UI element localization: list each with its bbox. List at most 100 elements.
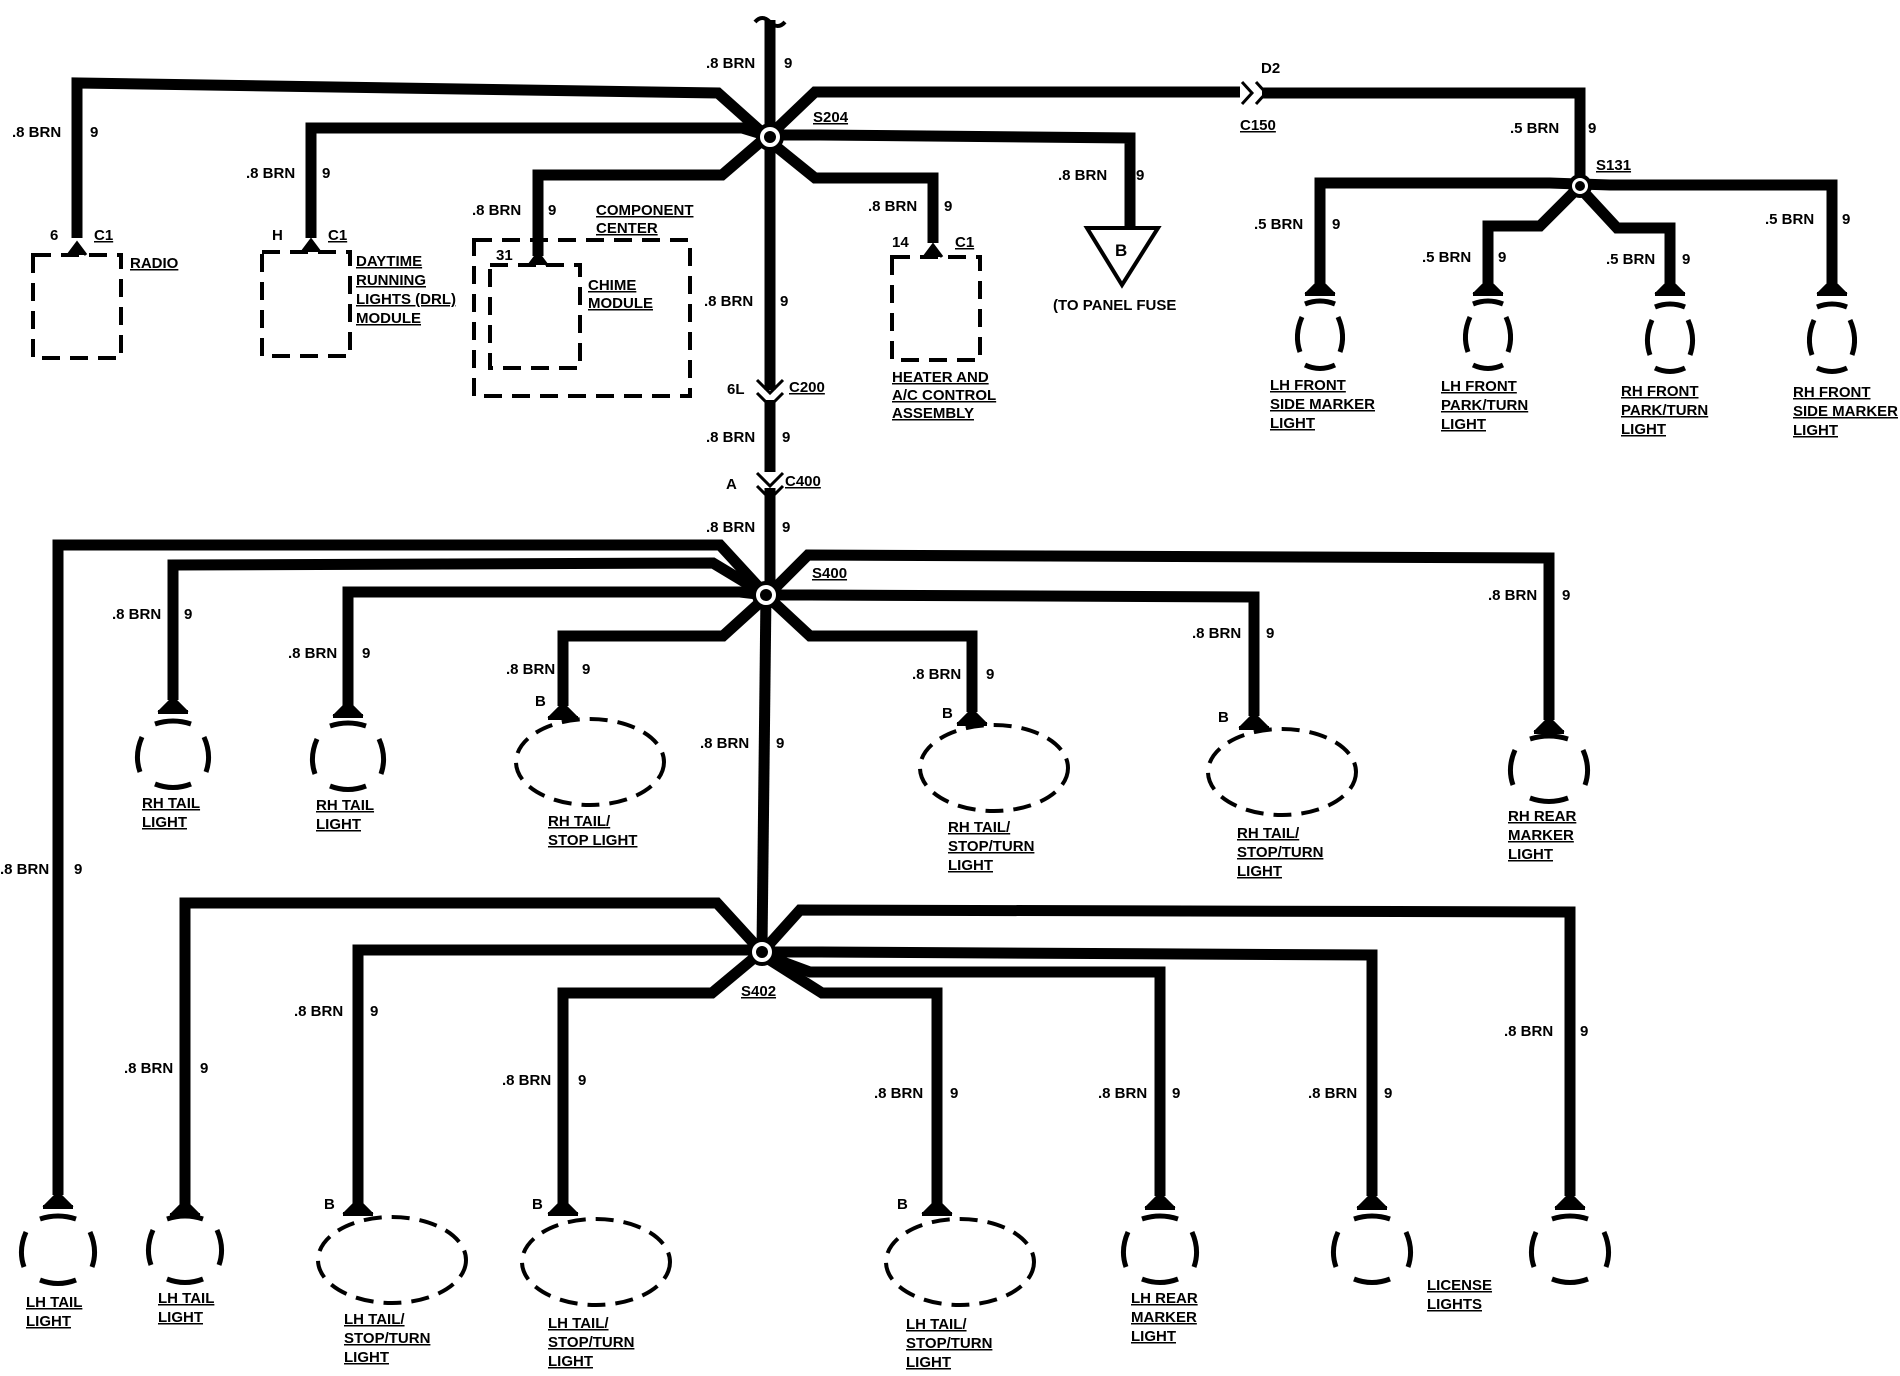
rh-front-side-marker-light: RH FRONT SIDE MARKER LIGHT (1793, 277, 1898, 439)
lh-tail-light-2: LH TAIL LIGHT (145, 1198, 225, 1326)
wire-circuit-rh-tail-stop-turn-2: 9 (1266, 625, 1274, 642)
radio-pin-label: 6 (50, 227, 58, 244)
wire-spec-license-1: .8 BRN (1308, 1085, 1357, 1102)
wire-lh-rear-marker (762, 949, 1166, 1196)
wire-circuit-trunk-top: 9 (784, 55, 792, 72)
rh-front-side-marker-pin-icon (1816, 277, 1848, 294)
license-2-pin-icon (1554, 1191, 1586, 1208)
lh-front-side-marker-label-2: SIDE MARKER (1270, 396, 1375, 413)
wire-spec-lh-rear-marker: .8 BRN (1098, 1085, 1147, 1102)
license-light-2 (1528, 1191, 1612, 1285)
wire-spec-trunk-mid: .8 BRN (704, 293, 753, 310)
lh-front-side-marker-label-3: LIGHT (1270, 415, 1315, 432)
rh-tail-light-1: RH TAIL LIGHT (134, 695, 212, 831)
wire-circuit-lh-rear-marker: 9 (1172, 1085, 1180, 1102)
rh-tail-stop-turn-2-pin-icon (1238, 711, 1270, 728)
wire-lh-tail-stop-turn-3 (759, 950, 943, 1205)
s402-label: S402 (741, 983, 776, 1000)
wire-spec-lh-tail-2: .8 BRN (124, 1060, 173, 1077)
rh-tail-stop-turn-1-label-1: RH TAIL/ (948, 819, 1011, 836)
lh-tail-stop-turn-1-label-1: LH TAIL/ (344, 1311, 405, 1328)
license-label-2: LIGHTS (1427, 1296, 1482, 1313)
panel-fuse-reference: B (TO PANEL FUSE (1053, 226, 1176, 314)
wire-spec-trunk-c200: .8 BRN (706, 429, 755, 446)
radio-pin-icon (66, 240, 88, 256)
wire-rh-rear-marker (766, 549, 1555, 720)
rh-tail-stop-turn-1-pin-icon (956, 707, 988, 724)
splice-s402 (748, 938, 776, 966)
rh-tail-1-pin-icon (157, 695, 189, 712)
lh-tail-stop-turn-3-bulb-icon (884, 1217, 1036, 1307)
panel-fuse-symbol: B (1115, 241, 1127, 260)
rh-rear-marker-label-3: LIGHT (1508, 846, 1553, 863)
drl-label-line-2: RUNNING (356, 272, 426, 289)
wire-spec-rh-tail-2: .8 BRN (288, 645, 337, 662)
s204-label: S204 (813, 109, 849, 126)
wire-chime (532, 133, 769, 256)
wire-circuit-rh-tail-stop: 9 (582, 661, 590, 678)
wire-rh-tail-2 (342, 586, 767, 706)
wire-spec-drl: .8 BRN (246, 165, 295, 182)
lh-tail-stop-turn-2-label-2: STOP/TURN (548, 1334, 634, 1351)
lh-tail-stop-turn-1-pin-icon (342, 1197, 374, 1214)
lh-front-park-pin-icon (1472, 277, 1504, 294)
splice-s400 (752, 581, 780, 609)
wire-panel-fuse (770, 129, 1136, 228)
lh-tail-stop-turn-3-pin-icon (921, 1197, 953, 1214)
wire-lh-tail-stop-turn-2 (557, 948, 764, 1205)
hvac-pin-icon (922, 242, 944, 258)
rh-front-park-pin-icon (1654, 277, 1686, 294)
wire-circuit-lh-tail-stop-turn-1: 9 (370, 1003, 378, 1020)
rh-front-park-label-1: RH FRONT (1621, 383, 1699, 400)
wire-spec-trunk-s400: .8 BRN (700, 735, 749, 752)
wire-circuit-drl: 9 (322, 165, 330, 182)
wire-lh-tail-stop-turn-1 (352, 944, 760, 1205)
rh-tail-2-bulb-icon (309, 720, 387, 792)
lh-front-side-marker-bulb-icon (1294, 298, 1346, 371)
rh-tail-stop-turn-2-label-2: STOP/TURN (1237, 844, 1323, 861)
lh-tail-1-label-1: LH TAIL (26, 1294, 82, 1311)
hvac-box (890, 255, 982, 362)
s400-label: S400 (812, 565, 847, 582)
rh-tail-stop-turn-light-1: B RH TAIL/ STOP/TURN LIGHT (918, 705, 1070, 874)
wire-spec-radio: .8 BRN (12, 124, 61, 141)
wire-spec-lh-front-side-marker: .5 BRN (1254, 216, 1303, 233)
lh-tail-stop-turn-1-label-2: STOP/TURN (344, 1330, 430, 1347)
lh-tail-stop-turn-2-label-3: LIGHT (548, 1353, 593, 1370)
rh-tail-2-label-1: RH TAIL (316, 797, 374, 814)
wire-spec-trunk-top: .8 BRN (706, 55, 755, 72)
wire-rh-front-side-marker (1579, 178, 1838, 283)
drl-c1-label: C1 (328, 227, 347, 244)
component-center-label-line-1: COMPONENT (596, 202, 694, 219)
lh-tail-stop-turn-2-pin-icon (547, 1197, 579, 1214)
rh-tail-stop-bulb-icon (514, 717, 666, 807)
wire-hvac (764, 135, 939, 243)
drl-box (260, 250, 352, 358)
rh-tail-stop-pin-icon (547, 701, 579, 718)
lh-front-park-label-1: LH FRONT (1441, 378, 1517, 395)
wire-circuit-rh-front-side-marker: 9 (1842, 211, 1850, 228)
wire-license-1 (764, 946, 1378, 1196)
wire-circuit-c150-s131: 9 (1588, 120, 1596, 137)
radio-c1-label: C1 (94, 227, 113, 244)
component-radio: 6 C1 RADIO (31, 227, 179, 360)
wire-rh-tail-1 (167, 557, 769, 700)
wire-circuit-hvac: 9 (944, 198, 952, 215)
rh-front-side-marker-label-3: LIGHT (1793, 422, 1838, 439)
chime-box (488, 263, 582, 370)
wire-circuit-rh-tail-stop-turn-1: 9 (986, 666, 994, 683)
inline-connectors (755, 80, 1269, 502)
wire-circuit-rh-tail-1: 9 (184, 606, 192, 623)
rh-rear-marker-light: RH REAR MARKER LIGHT (1507, 715, 1591, 863)
lh-tail-stop-turn-2-label-1: LH TAIL/ (548, 1315, 609, 1332)
component-center-label-line-2: CENTER (596, 220, 658, 237)
wire-spec-rh-tail-stop-turn-2: .8 BRN (1192, 625, 1241, 642)
lh-front-side-marker-light: LH FRONT SIDE MARKER LIGHT (1270, 277, 1375, 432)
hvac-label-line-2: A/C CONTROL (892, 387, 996, 404)
rh-tail-2-pin-icon (332, 699, 364, 716)
drl-label-line-4: MODULE (356, 310, 421, 327)
wire-spec-hvac: .8 BRN (868, 198, 917, 215)
rh-tail-1-label-1: RH TAIL (142, 795, 200, 812)
rh-rear-marker-label-2: MARKER (1508, 827, 1574, 844)
rh-tail-stop-turn-2-label-3: LIGHT (1237, 863, 1282, 880)
